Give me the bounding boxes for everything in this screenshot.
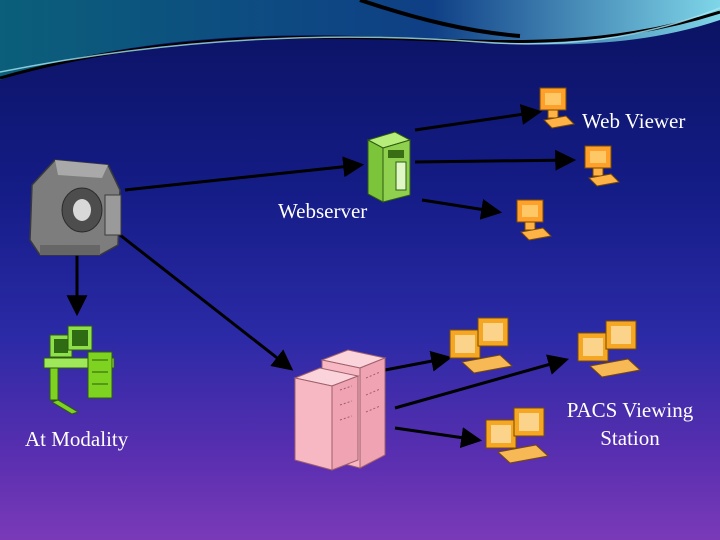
web-viewer-computer-icon bbox=[516, 199, 553, 241]
pacs-workstation-icon bbox=[577, 320, 642, 378]
arrow-pacs-to-station-1 bbox=[384, 350, 453, 372]
connection-arrows bbox=[66, 104, 577, 448]
arrow-webserver-to-viewer-2 bbox=[414, 149, 577, 171]
webserver-label: Webserver bbox=[278, 199, 368, 223]
pacs-workstation-icon bbox=[485, 407, 550, 464]
ct-scanner-icon bbox=[29, 159, 122, 256]
arrow-scanner-to-pacs-server bbox=[119, 233, 294, 371]
at-modality-label: At Modality bbox=[25, 427, 129, 451]
webserver-tower-icon bbox=[366, 131, 412, 203]
pacs-workstation-icon bbox=[449, 317, 514, 374]
web-viewer-computer-icon bbox=[539, 87, 576, 129]
arrow-pacs-to-station-3 bbox=[394, 426, 483, 448]
pacs-server-icon bbox=[293, 349, 387, 471]
header-wave-decoration bbox=[0, 0, 720, 80]
web-viewer-computer-icon bbox=[584, 145, 621, 187]
arrow-scanner-to-webserver bbox=[124, 156, 365, 192]
pacs-viewing-station-label: PACS Viewing Station bbox=[566, 398, 694, 450]
arrow-webserver-to-viewer-1 bbox=[414, 104, 543, 132]
arrow-pacs-to-station-2 bbox=[394, 354, 570, 410]
web-viewer-label: Web Viewer bbox=[582, 109, 686, 133]
arrow-webserver-to-viewer-3 bbox=[421, 198, 503, 220]
modality-workstation-icon bbox=[43, 325, 115, 415]
